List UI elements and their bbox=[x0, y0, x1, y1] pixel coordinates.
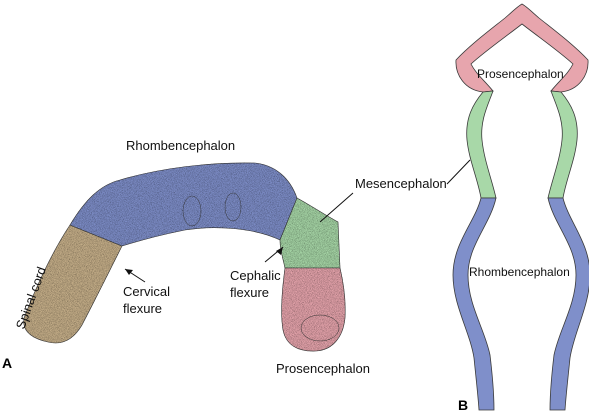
rhombencephalon-wall-left bbox=[452, 197, 497, 411]
mesencephalon-wall-left bbox=[466, 90, 497, 199]
label-rhombencephalon-a: Rhombencephalon bbox=[126, 138, 235, 153]
rhombencephalon-wall-right bbox=[547, 197, 589, 411]
label-cervical-flexure-line2: flexure bbox=[123, 301, 162, 316]
arrowhead-cephalic-flexure bbox=[276, 247, 283, 255]
mesencephalon-wall-right bbox=[547, 90, 578, 199]
prosencephalon-optic-cup bbox=[300, 314, 340, 342]
panel-letter-a: A bbox=[2, 355, 12, 371]
spinal-cord-segment bbox=[23, 224, 123, 344]
label-prosencephalon-a: Prosencephalon bbox=[276, 361, 370, 376]
rhombencephalon-bump-right bbox=[224, 192, 242, 222]
rhombencephalon-bump-left bbox=[182, 195, 202, 227]
prosencephalon-vesicle-b bbox=[455, 3, 589, 93]
leader-mesencephalon-a bbox=[319, 192, 354, 223]
rhombencephalon-segment bbox=[69, 162, 298, 247]
label-cephalic-flexure-line2: flexure bbox=[230, 285, 269, 300]
leader-mesencephalon-b bbox=[446, 159, 471, 185]
panel-a-brain bbox=[23, 162, 346, 352]
label-mesencephalon-a: Mesencephalon bbox=[355, 176, 447, 191]
label-cervical-flexure-line1: Cervical bbox=[123, 284, 170, 299]
label-prosencephalon-b: Prosencephalon bbox=[477, 67, 564, 81]
label-cephalic-flexure-line1: Cephalic bbox=[230, 268, 281, 283]
arrowhead-cervical-flexure bbox=[125, 269, 133, 275]
label-rhombencephalon-b: Rhombencephalon bbox=[469, 265, 570, 279]
panel-letter-b: B bbox=[458, 397, 468, 413]
panel-b-neural-tube bbox=[452, 3, 589, 411]
